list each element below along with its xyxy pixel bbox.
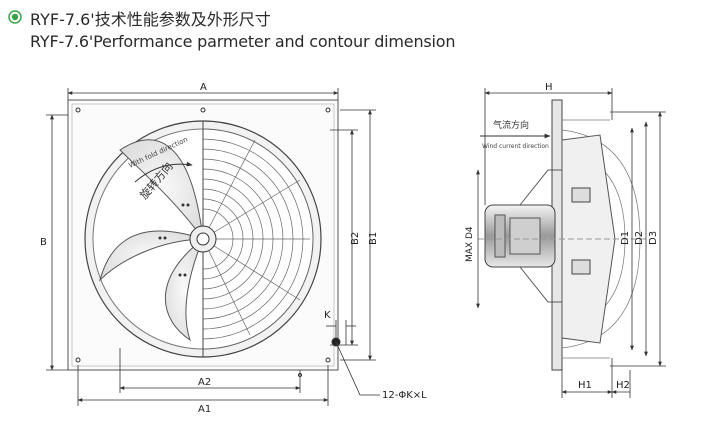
dim-K-label: K — [324, 310, 331, 321]
dim-A1-label: A1 — [198, 404, 211, 415]
fan-blades — [99, 139, 205, 342]
hole-callout-label: 12-ΦK×L — [382, 390, 427, 401]
dim-H-label: H — [545, 82, 553, 93]
dim-H1-label: H1 — [578, 380, 592, 391]
dim-B1-label: B1 — [368, 232, 379, 245]
dim-A-label: A — [200, 82, 207, 93]
side-dim-labels: H MAX D4 D1 D2 D3 H1 H2 — [465, 82, 659, 391]
airflow-label-en: Wind current direction — [482, 143, 549, 150]
dim-D2-label: D2 — [634, 231, 645, 245]
side-dimensions — [476, 88, 666, 398]
dim-B-label: B — [40, 237, 47, 248]
dim-D3-label: D3 — [648, 231, 659, 245]
title-english: RYF-7.6'Performance parmeter and contour… — [30, 32, 456, 51]
dim-D1-label: D1 — [620, 231, 631, 245]
front-dimensions — [46, 88, 380, 406]
airflow-label-zh: 气流方向 — [493, 119, 529, 131]
dim-A2-label: A2 — [198, 377, 211, 388]
dim-D4-label: MAX D4 — [465, 226, 475, 262]
fan-guard — [202, 128, 314, 350]
bullet-icon — [8, 10, 22, 24]
title-chinese: RYF-7.6'技术性能参数及外形尺寸 — [30, 10, 271, 29]
dim-B2-label: B2 — [350, 232, 361, 245]
side-view — [478, 99, 650, 371]
front-dim-labels: A B A1 A2 B1 B2 K 12-ΦK×L — [40, 82, 427, 415]
front-view — [67, 99, 341, 377]
dim-H2-label: H2 — [616, 380, 630, 391]
rotation-arrow — [134, 161, 193, 183]
